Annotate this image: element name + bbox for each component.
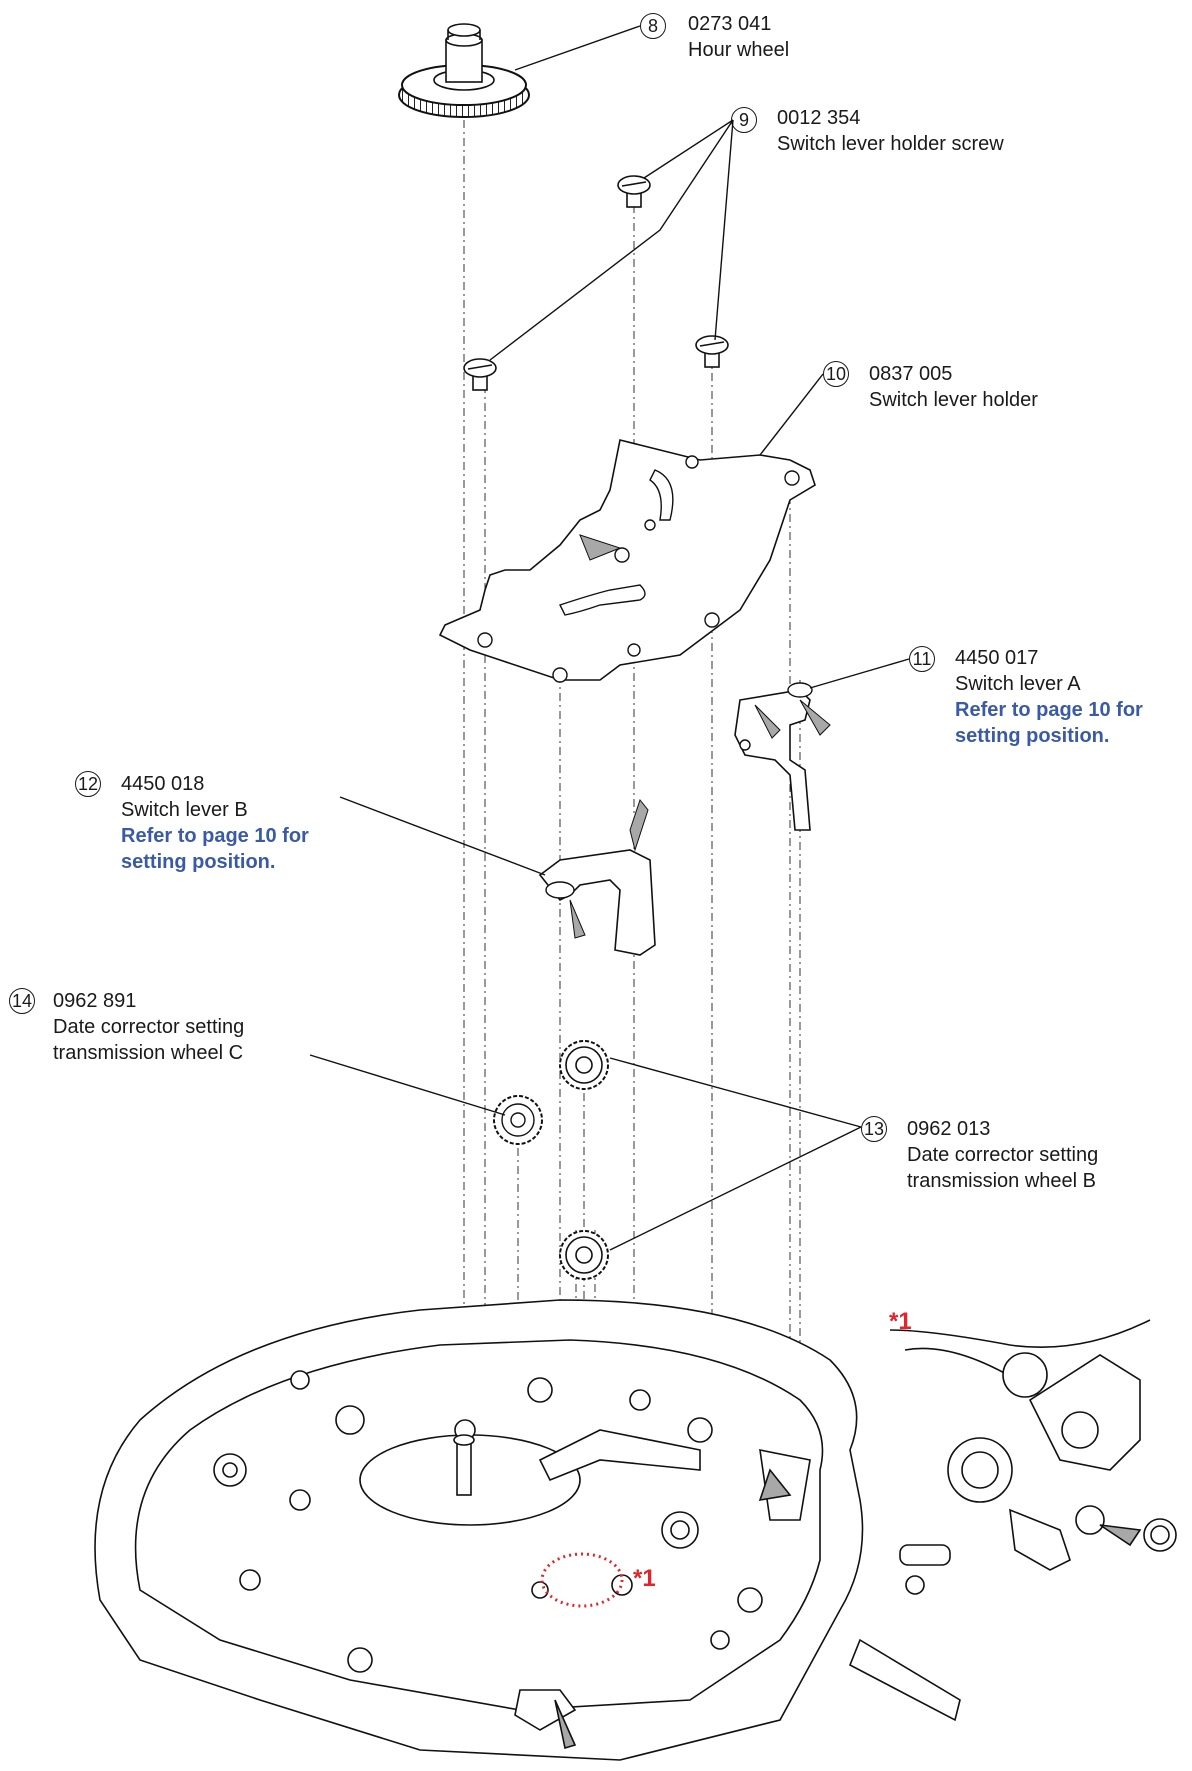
switch-lever-holder-plate	[438, 439, 816, 683]
part-13-name-line2: transmission wheel B	[907, 1170, 1096, 1192]
part-14-name-line1: Date corrector setting	[53, 1016, 245, 1038]
detail-highlight-ring	[540, 1552, 624, 1608]
part-11-label: 4450 017 Switch lever A Refer to page 10…	[955, 645, 1143, 749]
part-11-name: Switch lever A	[955, 673, 1081, 695]
part-13-name-line1: Date corrector setting	[907, 1144, 1099, 1166]
callout-14: 14	[9, 988, 35, 1014]
part-11-note-line2: setting position.	[955, 725, 1110, 747]
part-12-note-line2: setting position.	[121, 851, 276, 873]
part-10-label: 0837 005 Switch lever holder	[869, 361, 1038, 413]
part-9-name: Switch lever holder screw	[777, 133, 1004, 155]
part-11-note-line1: Refer to page 10 for	[955, 699, 1143, 721]
transmission-wheel-b-lower	[559, 1230, 609, 1280]
part-13-label: 0962 013 Date corrector setting transmis…	[907, 1116, 1098, 1194]
callout-13: 13	[861, 1116, 887, 1142]
callout-11: 11	[909, 646, 935, 672]
part-9-code: 0012 354	[777, 107, 861, 129]
transmission-wheel-b-upper	[559, 1040, 609, 1090]
callout-12: 12	[75, 771, 101, 797]
part-8-name: Hour wheel	[688, 39, 790, 61]
part-12-code: 4450 018	[121, 773, 205, 795]
movement-base	[94, 1299, 961, 1761]
part-9-label: 0012 354 Switch lever holder screw	[777, 105, 1004, 157]
callout-9: 9	[731, 107, 757, 133]
detail-inset	[889, 1319, 1177, 1595]
part-14-name-line2: transmission wheel C	[53, 1042, 244, 1064]
part-12-name: Switch lever B	[121, 799, 248, 821]
detail-inset-title: *1	[889, 1308, 912, 1335]
switch-lever-a-part	[734, 682, 831, 831]
switch-lever-b-part	[538, 798, 656, 956]
detail-marker-on-movement: *1	[633, 1565, 656, 1592]
part-14-code: 0962 891	[53, 990, 137, 1012]
part-12-note-line1: Refer to page 10 for	[121, 825, 309, 847]
part-14-label: 0962 891 Date corrector setting transmis…	[53, 988, 244, 1066]
part-10-code: 0837 005	[869, 363, 953, 385]
part-12-label: 4450 018 Switch lever B Refer to page 10…	[121, 771, 309, 875]
part-11-code: 4450 017	[955, 647, 1039, 669]
callout-8: 8	[640, 13, 666, 39]
part-10-name: Switch lever holder	[869, 389, 1038, 411]
part-13-code: 0962 013	[907, 1118, 991, 1140]
hour-wheel-part	[398, 23, 530, 118]
switch-lever-holder-screws	[463, 175, 729, 391]
part-8-code: 0273 041	[688, 13, 772, 35]
callout-10: 10	[823, 361, 849, 387]
transmission-wheel-c	[493, 1095, 543, 1145]
part-8-label: 0273 041 Hour wheel	[688, 11, 789, 63]
